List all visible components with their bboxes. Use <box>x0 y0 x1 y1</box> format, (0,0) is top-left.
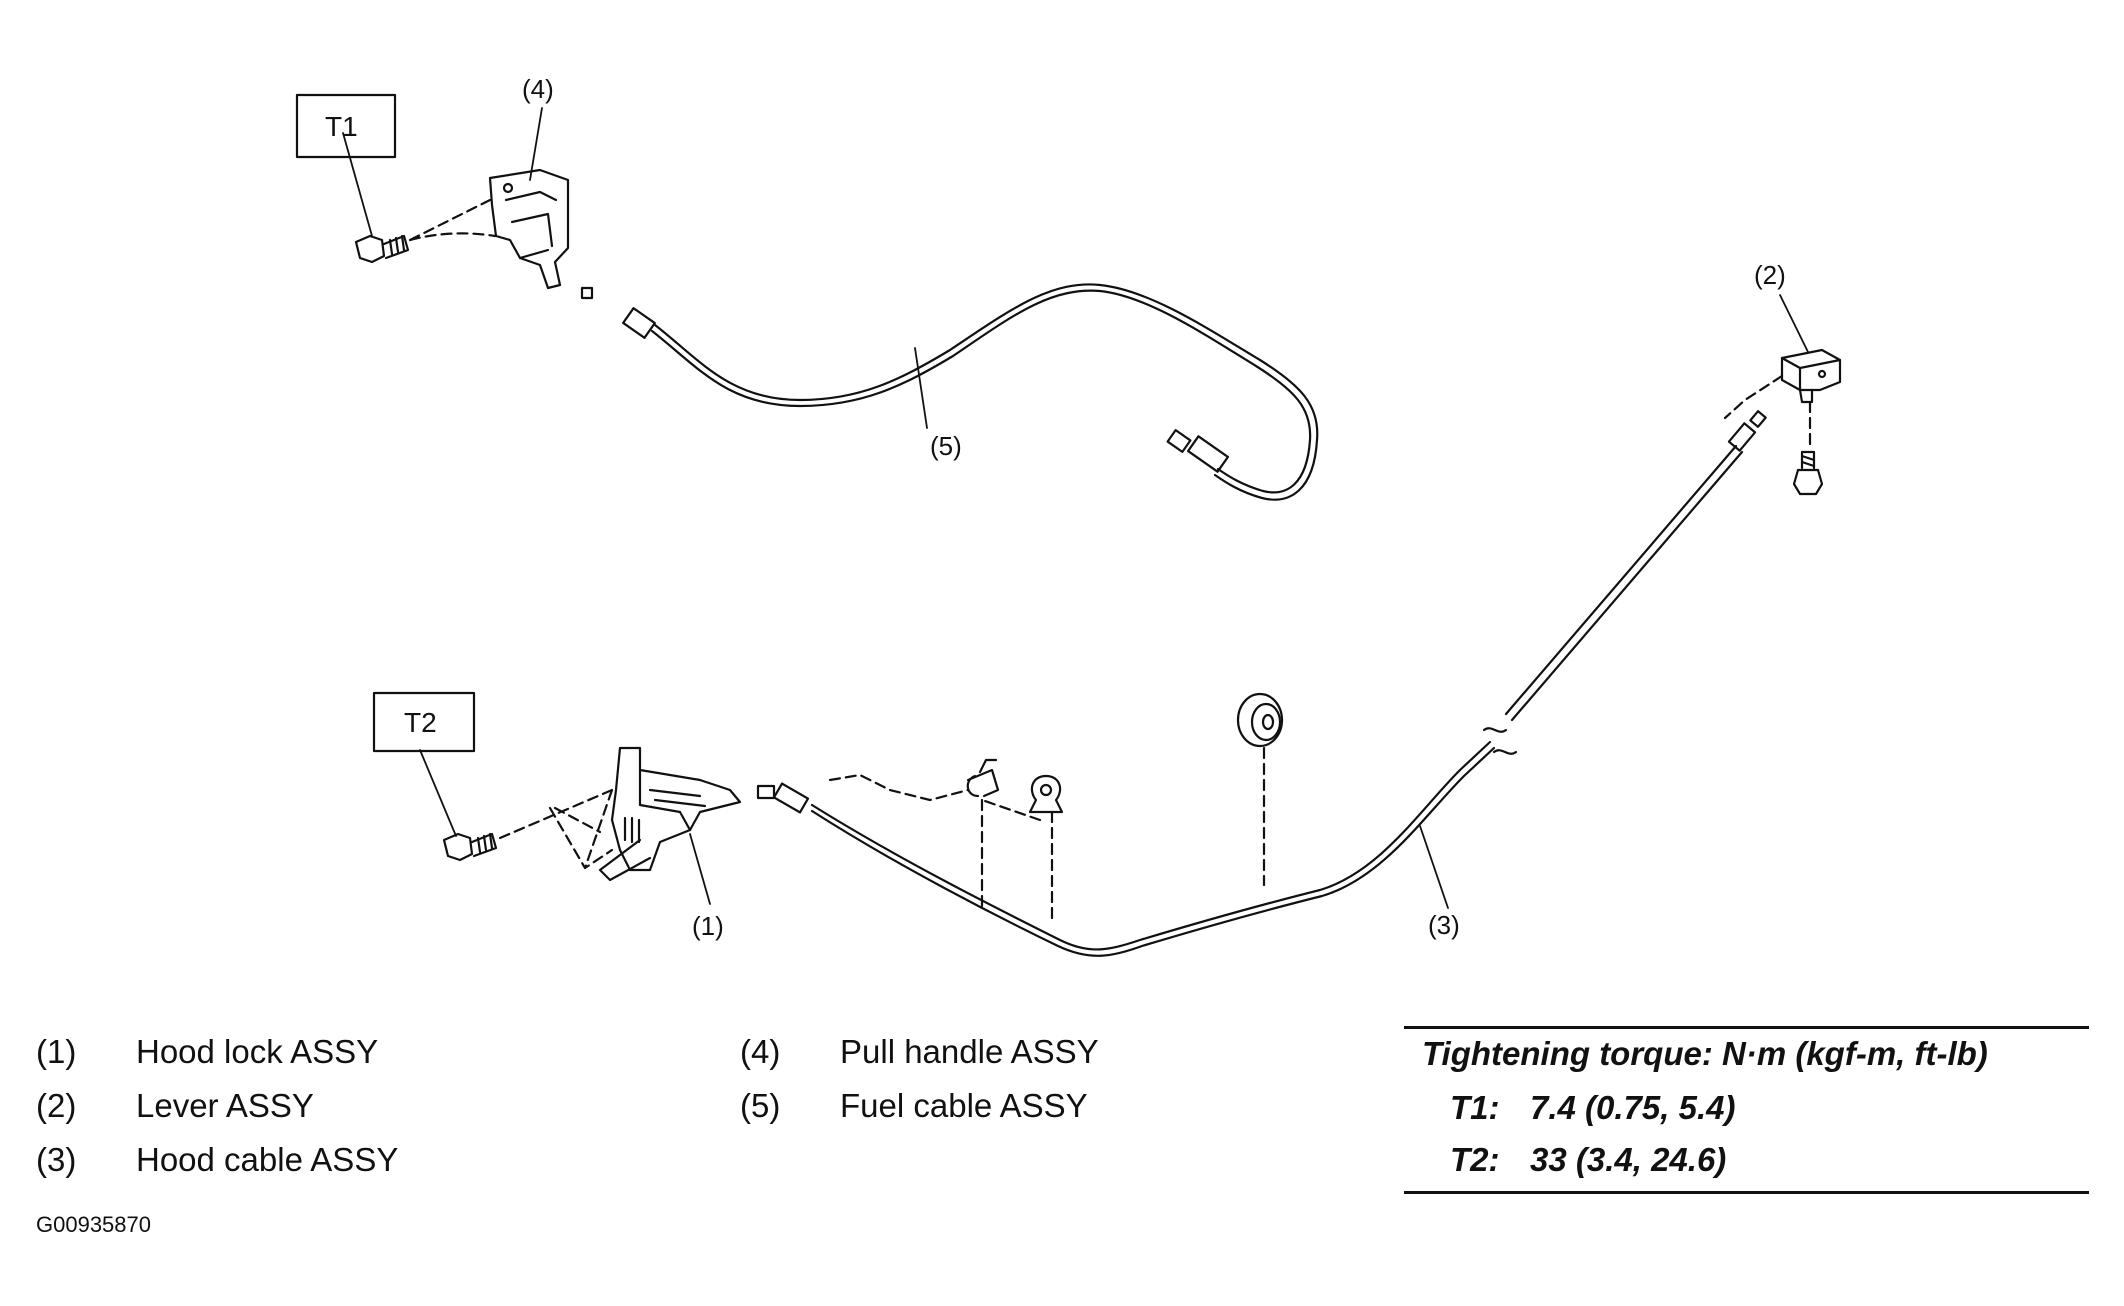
fuel-cable <box>650 283 1319 501</box>
legend-text: Lever ASSY <box>136 1087 314 1124</box>
torque-value: 33 (3.4, 24.6) <box>1530 1141 1727 1178</box>
torque-row-t2: T2: 33 (3.4, 24.6) <box>1450 1141 1726 1179</box>
legend-number: (1) <box>36 1033 77 1070</box>
grommet <box>1236 692 1284 748</box>
torque-value: 7.4 (0.75, 5.4) <box>1530 1089 1736 1126</box>
legend-text: Pull handle ASSY <box>840 1033 1099 1070</box>
hood-lock-assy <box>598 746 742 882</box>
figure-code: G00935870 <box>36 1212 151 1237</box>
legend-number: (5) <box>740 1087 781 1124</box>
legend-text: Hood lock ASSY <box>136 1033 379 1070</box>
hood-cable-end-fitting-lock <box>756 782 810 814</box>
lever-screw <box>1792 450 1824 496</box>
fuel-cable-end-fitting-right <box>1166 429 1230 473</box>
t2-attach-line <box>498 788 614 870</box>
legend-text: Fuel cable ASSY <box>840 1087 1088 1124</box>
hood-cable-end-fitting-lever <box>1727 410 1767 452</box>
lever-attach-line <box>1723 374 1812 447</box>
torque-header: Tightening torque: N·m (kgf-m, ft-lb) <box>1422 1035 1988 1072</box>
torque-label: T1: <box>1450 1089 1500 1126</box>
fuel-cable-end-fitting-left <box>580 286 656 339</box>
torque-row-t1: T1: 7.4 (0.75, 5.4) <box>1450 1089 1735 1127</box>
t1-label: T1 <box>325 111 358 142</box>
t2-bolt <box>442 832 498 862</box>
callout-1: (1) <box>692 911 724 941</box>
t1-attach-line <box>408 198 497 242</box>
hood-cable <box>810 444 1744 957</box>
torque-label: T2: <box>1450 1141 1500 1178</box>
legend-number: (2) <box>36 1087 77 1124</box>
legend-number: (3) <box>36 1141 77 1178</box>
t2-label: T2 <box>404 707 437 738</box>
hood-cable-break <box>1482 727 1518 755</box>
cable-clip-a <box>966 758 1000 798</box>
callout-3: (3) <box>1428 910 1460 940</box>
legend-number: (4) <box>740 1033 781 1070</box>
t1-box <box>295 93 397 159</box>
leader-lines <box>342 107 1809 909</box>
pull-handle-assy <box>488 168 570 290</box>
callout-5: (5) <box>930 431 962 461</box>
t1-bolt <box>354 234 410 264</box>
callout-4: (4) <box>522 74 554 104</box>
clip-attach-lines <box>828 773 1054 922</box>
callout-2: (2) <box>1754 260 1786 290</box>
tightening-torque-table: Tightening torque: N·m (kgf-m, ft-lb) T1… <box>1404 1026 2089 1194</box>
lever-assy <box>1780 348 1842 404</box>
t2-box <box>372 691 476 753</box>
cable-clip-b <box>1028 774 1064 814</box>
legend-text: Hood cable ASSY <box>136 1141 399 1178</box>
